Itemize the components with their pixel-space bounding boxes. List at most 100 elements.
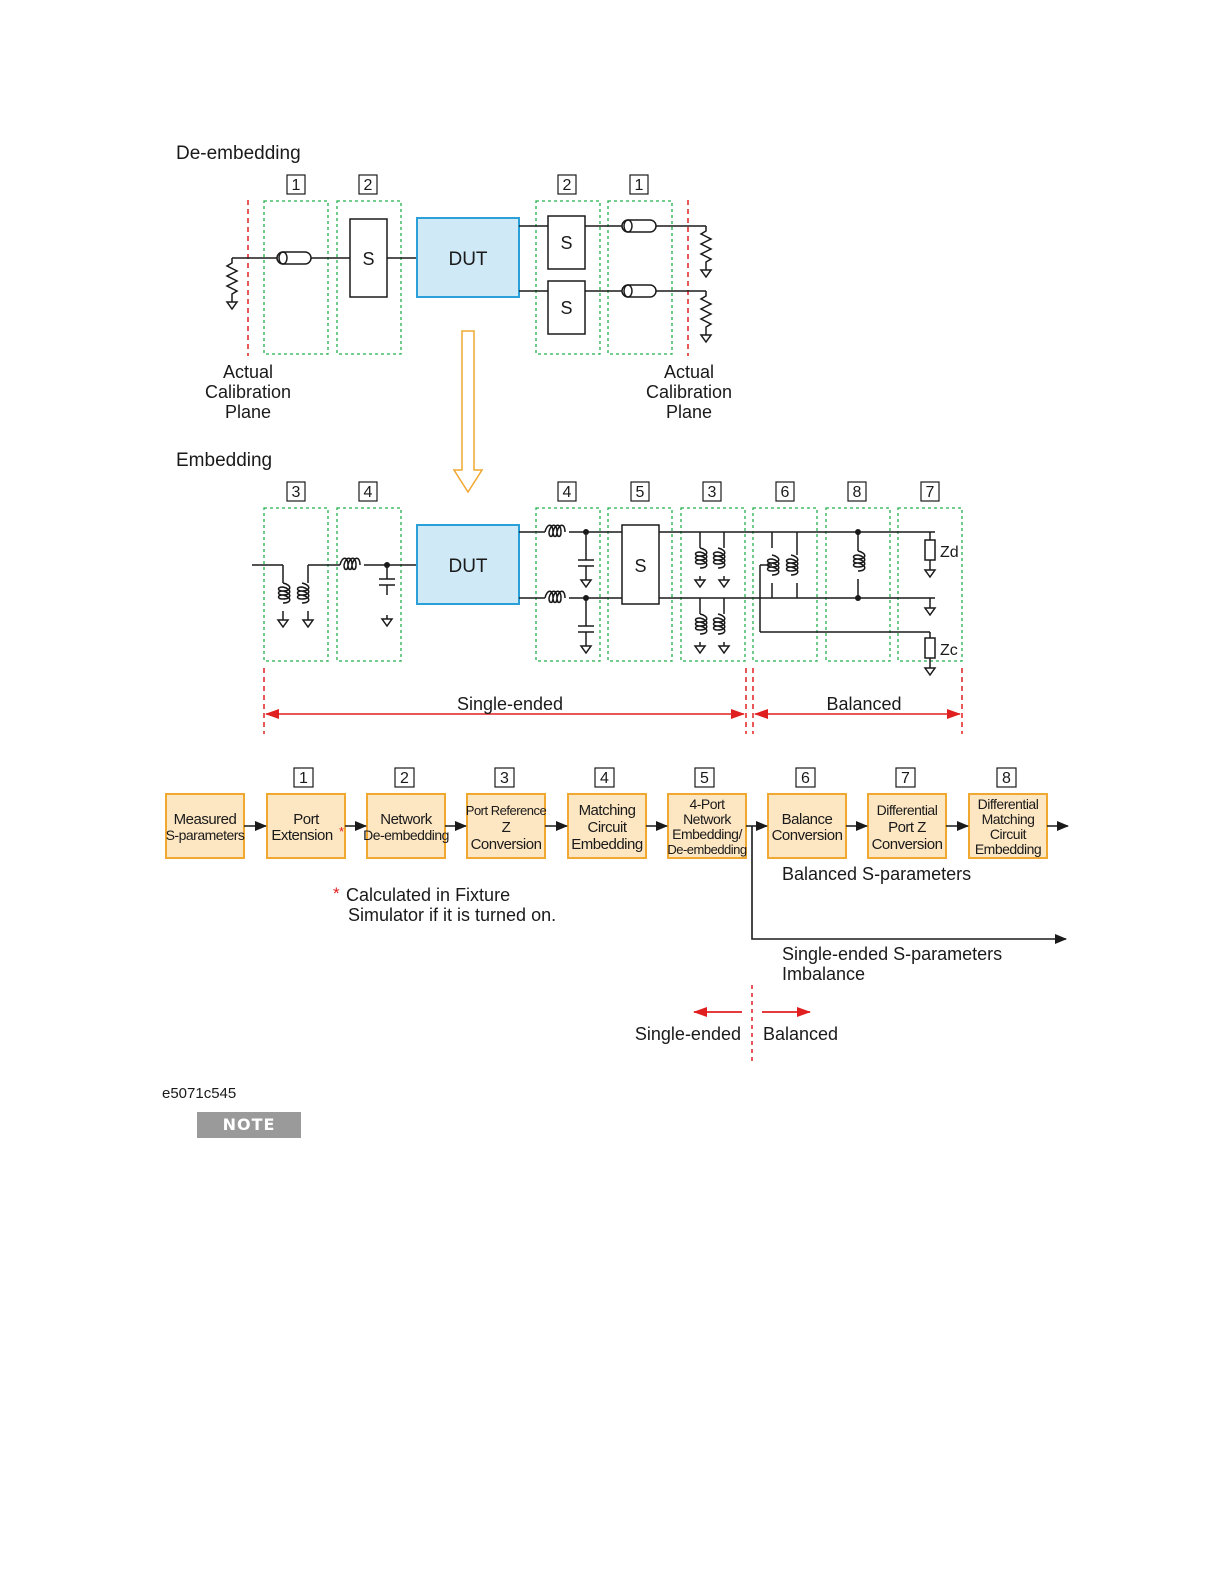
deembed-num-4: 1 (635, 177, 644, 194)
flow-arrows (244, 821, 1069, 944)
svg-text:Circuit: Circuit (587, 819, 627, 836)
embed-num-6: 6 (781, 484, 790, 501)
flow-num-8: 8 (1002, 770, 1011, 787)
flow-num-7: 7 (901, 770, 910, 787)
flow-num-2: 2 (400, 770, 409, 787)
svg-text:Port Z: Port Z (888, 819, 926, 836)
svg-text:4-Port: 4-Port (689, 796, 725, 812)
deembed-s-block-right-top: S (560, 233, 572, 253)
deembed-s-block-left: S (362, 249, 374, 269)
svg-text:Embedding/: Embedding/ (672, 826, 742, 842)
svg-text:De-embedding: De-embedding (363, 827, 449, 843)
deembedding-number-boxes: 1 2 2 1 (286, 174, 649, 195)
flow-num-3: 3 (500, 770, 509, 787)
flow-box-matching-circuit: Matching Circuit Embedding (567, 793, 647, 859)
svg-text:Differential: Differential (978, 796, 1039, 812)
deembedding-fixture-blocks (263, 200, 673, 355)
footnote-asterisk: * (333, 884, 340, 903)
svg-text:Actual: Actual (664, 362, 714, 382)
flow-number-boxes: 1 2 3 4 5 6 7 8 (293, 767, 1017, 788)
embedding-title: Embedding (176, 450, 272, 471)
flow-num-4: 4 (600, 770, 609, 787)
deembed-num-3: 2 (563, 177, 572, 194)
svg-text:Balance: Balance (782, 811, 833, 828)
deembed-dut-label: DUT (448, 249, 487, 270)
single-ended-range-label: Single-ended (457, 694, 563, 714)
embed-dut-block (416, 524, 520, 605)
svg-text:Network: Network (683, 811, 732, 827)
figure-id: e5071c545 (162, 1085, 236, 1102)
legend-balanced-label: Balanced (763, 1024, 838, 1044)
calibration-plane-lines (247, 200, 689, 356)
deembed-dut-block (416, 217, 520, 298)
embedding-fixture-blocks (263, 507, 963, 662)
flow-box-network-deembedding: Network De-embedding (363, 793, 449, 859)
svg-text:Embedding: Embedding (975, 841, 1041, 857)
port-extension-asterisk: * (339, 824, 344, 839)
flow-box-balance-conversion: Balance Conversion (767, 793, 847, 859)
cal-plane-right-label: Actual Calibration Plane (646, 362, 732, 422)
deembed-num-2: 2 (364, 177, 373, 194)
svg-text:Plane: Plane (666, 402, 712, 422)
svg-text:Plane: Plane (225, 402, 271, 422)
svg-text:S-parameters: S-parameters (166, 827, 245, 843)
balanced-range-label: Balanced (826, 694, 901, 714)
range-dividers (263, 668, 963, 734)
embed-left-circuit (252, 557, 417, 628)
svg-text:Extension: Extension (271, 827, 333, 844)
zc-label: Zc (940, 642, 958, 659)
flow-box-differential-port-z: Differential Port Z Conversion (867, 793, 947, 859)
balanced-output-label: Balanced S-parameters (782, 864, 971, 884)
deembed-left-circuit: S (226, 218, 417, 310)
embed-num-8: 7 (926, 484, 935, 501)
deembed-right-circuit: S S (519, 215, 712, 343)
svg-text:Conversion: Conversion (772, 827, 843, 844)
svg-text:Measured: Measured (174, 811, 237, 828)
single-output-label-2: Imbalance (782, 964, 865, 984)
svg-text:Conversion: Conversion (471, 836, 542, 853)
embed-dut-label: DUT (448, 556, 487, 577)
svg-text:De-embedding: De-embedding (667, 842, 747, 857)
svg-text:Port Reference: Port Reference (466, 803, 547, 818)
svg-text:Network: Network (380, 811, 433, 828)
embed-num-4: 5 (636, 484, 645, 501)
svg-text:Circuit: Circuit (990, 826, 1027, 842)
single-output-label-1: Single-ended S-parameters (782, 944, 1002, 964)
embed-num-5: 3 (708, 484, 717, 501)
note-badge: NOTE (197, 1112, 301, 1138)
deembed-s-block-right-bottom: S (560, 298, 572, 318)
svg-text:Calibration: Calibration (646, 382, 732, 402)
embed-num-7: 8 (853, 484, 862, 501)
flow-box-measured: Measured S-parameters (165, 793, 245, 859)
embed-num-1: 3 (292, 484, 301, 501)
flow-num-1: 1 (299, 770, 308, 787)
transition-arrow (452, 330, 484, 494)
svg-text:Z: Z (502, 819, 511, 836)
flow-box-port-reference-z: Port Reference Z Conversion (466, 793, 547, 859)
flow-box-port-extension: Port Extension * (266, 793, 346, 859)
flow-num-5: 5 (700, 770, 709, 787)
embedding-number-boxes: 3 4 4 5 3 6 8 7 (286, 481, 940, 502)
flow-box-4port-network: 4-Port Network Embedding/ De-embedding (667, 793, 747, 859)
svg-text:Calibration: Calibration (205, 382, 291, 402)
deembedding-title: De-embedding (176, 143, 301, 164)
legend-single-ended-label: Single-ended (635, 1024, 741, 1044)
svg-text:Matching: Matching (982, 811, 1035, 827)
svg-text:Port: Port (293, 811, 320, 828)
svg-text:Conversion: Conversion (872, 836, 943, 853)
embed-s-block: S (634, 556, 646, 576)
svg-text:Differential: Differential (877, 802, 938, 818)
flow-num-6: 6 (801, 770, 810, 787)
embed-right-circuit: S (519, 524, 936, 676)
zd-label: Zd (940, 544, 959, 561)
svg-text:Matching: Matching (579, 802, 636, 819)
svg-text:Actual: Actual (223, 362, 273, 382)
svg-text:Embedding: Embedding (571, 836, 643, 853)
footnote-line-1: Calculated in Fixture (346, 885, 510, 905)
embed-num-2: 4 (364, 484, 373, 501)
embed-num-3: 4 (563, 484, 572, 501)
cal-plane-left-label: Actual Calibration Plane (205, 362, 291, 422)
flow-box-differential-matching: Differential Matching Circuit Embedding (968, 793, 1048, 859)
deembed-num-1: 1 (292, 177, 301, 194)
